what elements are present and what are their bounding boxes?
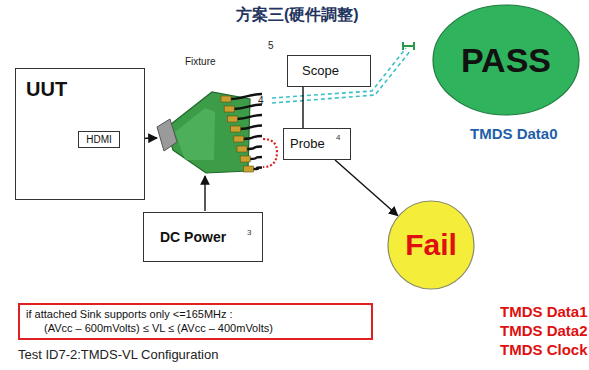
node-text: if attached Sink supports only <=165MHz … bbox=[26, 308, 365, 321]
dc-power-box: DC Power bbox=[143, 212, 263, 262]
fail-circle: Fail bbox=[387, 200, 475, 290]
sma-connector bbox=[237, 146, 247, 152]
callout-number: 3 bbox=[247, 228, 251, 237]
hdmi-port: HDMI bbox=[78, 131, 120, 148]
cable bbox=[230, 94, 262, 99]
node-text: Probe bbox=[290, 136, 336, 152]
fail-circle-fill bbox=[388, 201, 474, 289]
cable bbox=[246, 147, 262, 150]
condition-note: if attached Sink supports only <=165MHz … bbox=[18, 303, 373, 340]
sma-connector bbox=[240, 156, 250, 162]
cable bbox=[249, 157, 262, 159]
probe-lead bbox=[272, 50, 411, 103]
power-arrow bbox=[204, 176, 205, 211]
probe-box: Probe bbox=[283, 128, 351, 160]
board-trace-area bbox=[175, 108, 215, 160]
sma-connector bbox=[243, 166, 253, 172]
failed-lanes-marker bbox=[263, 139, 277, 167]
callout-number: 5 bbox=[268, 40, 274, 52]
scope-box: Scope bbox=[287, 55, 371, 87]
caption: Test ID7-2:TMDS-VL Configuration bbox=[18, 348, 218, 363]
fixture-label: Fixture bbox=[185, 56, 216, 68]
hdmi-connector bbox=[157, 119, 177, 151]
cable bbox=[243, 136, 262, 139]
node-text: HDMI bbox=[86, 134, 112, 146]
probe-lead bbox=[272, 48, 406, 98]
signal-name: TMDS Data2 bbox=[500, 322, 588, 339]
node-text: (AVcc – 600mVolts) ≤ VL ≤ (AVcc – 400mVo… bbox=[26, 322, 365, 335]
node-text: DC Power bbox=[160, 229, 244, 246]
node-text: UUT bbox=[26, 77, 67, 101]
cable bbox=[240, 126, 262, 130]
node-text: PASS bbox=[461, 40, 551, 81]
cable bbox=[236, 115, 262, 119]
pass-ellipse: PASS bbox=[432, 4, 580, 116]
sma-connector bbox=[224, 106, 234, 112]
sma-connector bbox=[227, 116, 237, 122]
callout-number: 4 bbox=[336, 133, 340, 142]
signal-name: TMDS Clock bbox=[500, 341, 588, 358]
cable bbox=[233, 105, 262, 110]
fixture-board bbox=[166, 92, 250, 173]
node-text: Scope bbox=[302, 63, 362, 79]
callout-number: 4 bbox=[258, 95, 264, 107]
title: 方案三(硬件調整) bbox=[236, 6, 359, 24]
connector bbox=[335, 160, 398, 216]
cable bbox=[252, 168, 262, 170]
sma-connector bbox=[231, 126, 241, 132]
signal-name: TMDS Data1 bbox=[500, 303, 588, 320]
signal-name: TMDS Data0 bbox=[470, 125, 558, 142]
sma-connector bbox=[234, 136, 244, 142]
connector bbox=[302, 87, 303, 128]
uut-box: UUT HDMI bbox=[15, 68, 145, 200]
pass-ellipse-fill bbox=[433, 5, 579, 115]
probe-tip bbox=[403, 42, 414, 50]
node-text: Fail bbox=[405, 227, 457, 263]
sma-cables bbox=[221, 94, 262, 172]
sma-connector bbox=[221, 96, 231, 102]
